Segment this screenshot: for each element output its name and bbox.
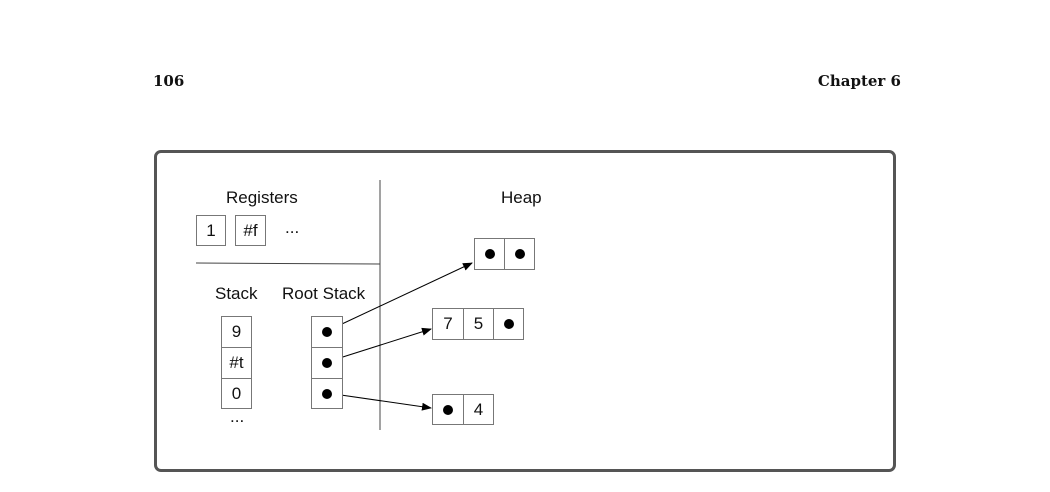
- figure-frame: [154, 150, 896, 472]
- arrow-root-to-heap-object-2: [326, 327, 432, 363]
- heap-object-2-cell: 7: [432, 308, 464, 340]
- registers-title: Registers: [226, 188, 298, 207]
- heap-object-2-cell-pointer: [493, 308, 524, 340]
- pointer-dot-icon: [514, 249, 525, 259]
- root-stack-cell-pointer: [311, 347, 343, 379]
- stack-title: Stack: [215, 284, 258, 303]
- pointer-dot-icon: [322, 358, 332, 368]
- arrow-root-to-heap-object-1: [326, 262, 473, 332]
- root-stack-cell-pointer: [311, 378, 343, 409]
- heap-object-3-cell-pointer: [432, 394, 464, 425]
- registers-ellipsis: ...: [285, 218, 300, 237]
- pointer-dot-icon: [322, 388, 332, 399]
- chapter-title: Chapter 6: [817, 72, 901, 90]
- arrow-root-to-heap-object-3: [326, 392, 432, 411]
- stack-cell: 9: [221, 316, 252, 348]
- register-cell: #f: [235, 215, 266, 246]
- page-number: 106: [153, 72, 185, 90]
- pointer-dot-icon: [484, 249, 495, 259]
- pointer-dot-icon: [322, 327, 332, 337]
- heap-title: Heap: [501, 188, 542, 207]
- root-stack-title: Root Stack: [282, 284, 366, 303]
- register-cell: 1: [196, 215, 226, 246]
- divider-horizontal: [195, 262, 381, 265]
- heap-object-3-cell: 4: [463, 394, 494, 425]
- pointer-dot-icon: [443, 404, 453, 415]
- stack-cell: #t: [221, 347, 252, 379]
- stack-cell: 0: [221, 378, 252, 409]
- stack-ellipsis: ...: [230, 407, 245, 426]
- heap-object-1-cell-pointer: [474, 238, 505, 270]
- root-stack-cell-pointer: [311, 316, 343, 348]
- heap-object-2-cell: 5: [463, 308, 494, 340]
- heap-object-1-cell-pointer: [504, 238, 535, 270]
- pointer-dot-icon: [503, 319, 514, 329]
